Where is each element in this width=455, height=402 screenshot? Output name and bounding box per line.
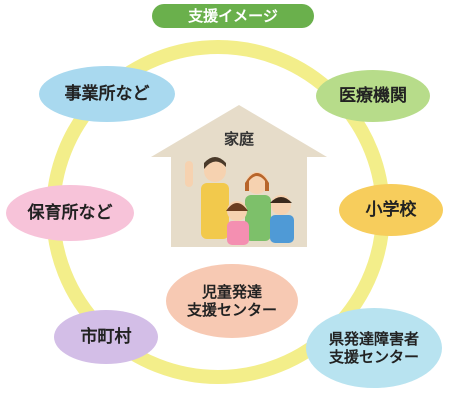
boy-figure bbox=[270, 195, 294, 243]
family-house-icon bbox=[151, 105, 327, 247]
node-nursery-label: 保育所など bbox=[27, 202, 113, 223]
node-elementary-school: 小学校 bbox=[339, 184, 443, 236]
node-municipality: 市町村 bbox=[54, 310, 158, 364]
node-business-office: 事業所など bbox=[39, 66, 175, 122]
father-figure bbox=[185, 157, 229, 239]
node-school-label: 小学校 bbox=[365, 199, 417, 220]
family-label: 家庭 bbox=[223, 130, 254, 148]
node-city-label: 市町村 bbox=[80, 326, 132, 347]
girl-figure bbox=[226, 201, 249, 245]
node-medical-label: 医療機関 bbox=[339, 85, 407, 106]
node-prefectural-support-center: 県発達障害者 支援センター bbox=[306, 308, 442, 388]
diagram-title-text: 支援イメージ bbox=[188, 7, 278, 25]
node-nursery: 保育所など bbox=[6, 185, 134, 241]
mother-figure bbox=[245, 172, 271, 241]
diagram-title: 支援イメージ bbox=[152, 4, 314, 28]
node-child-support-label: 児童発達 支援センター bbox=[186, 283, 277, 319]
node-medical-institution: 医療機関 bbox=[316, 70, 430, 122]
node-business-label: 事業所など bbox=[64, 83, 150, 104]
node-pref-support-label: 県発達障害者 支援センター bbox=[328, 330, 419, 366]
node-child-development-center: 児童発達 支援センター bbox=[166, 264, 298, 338]
